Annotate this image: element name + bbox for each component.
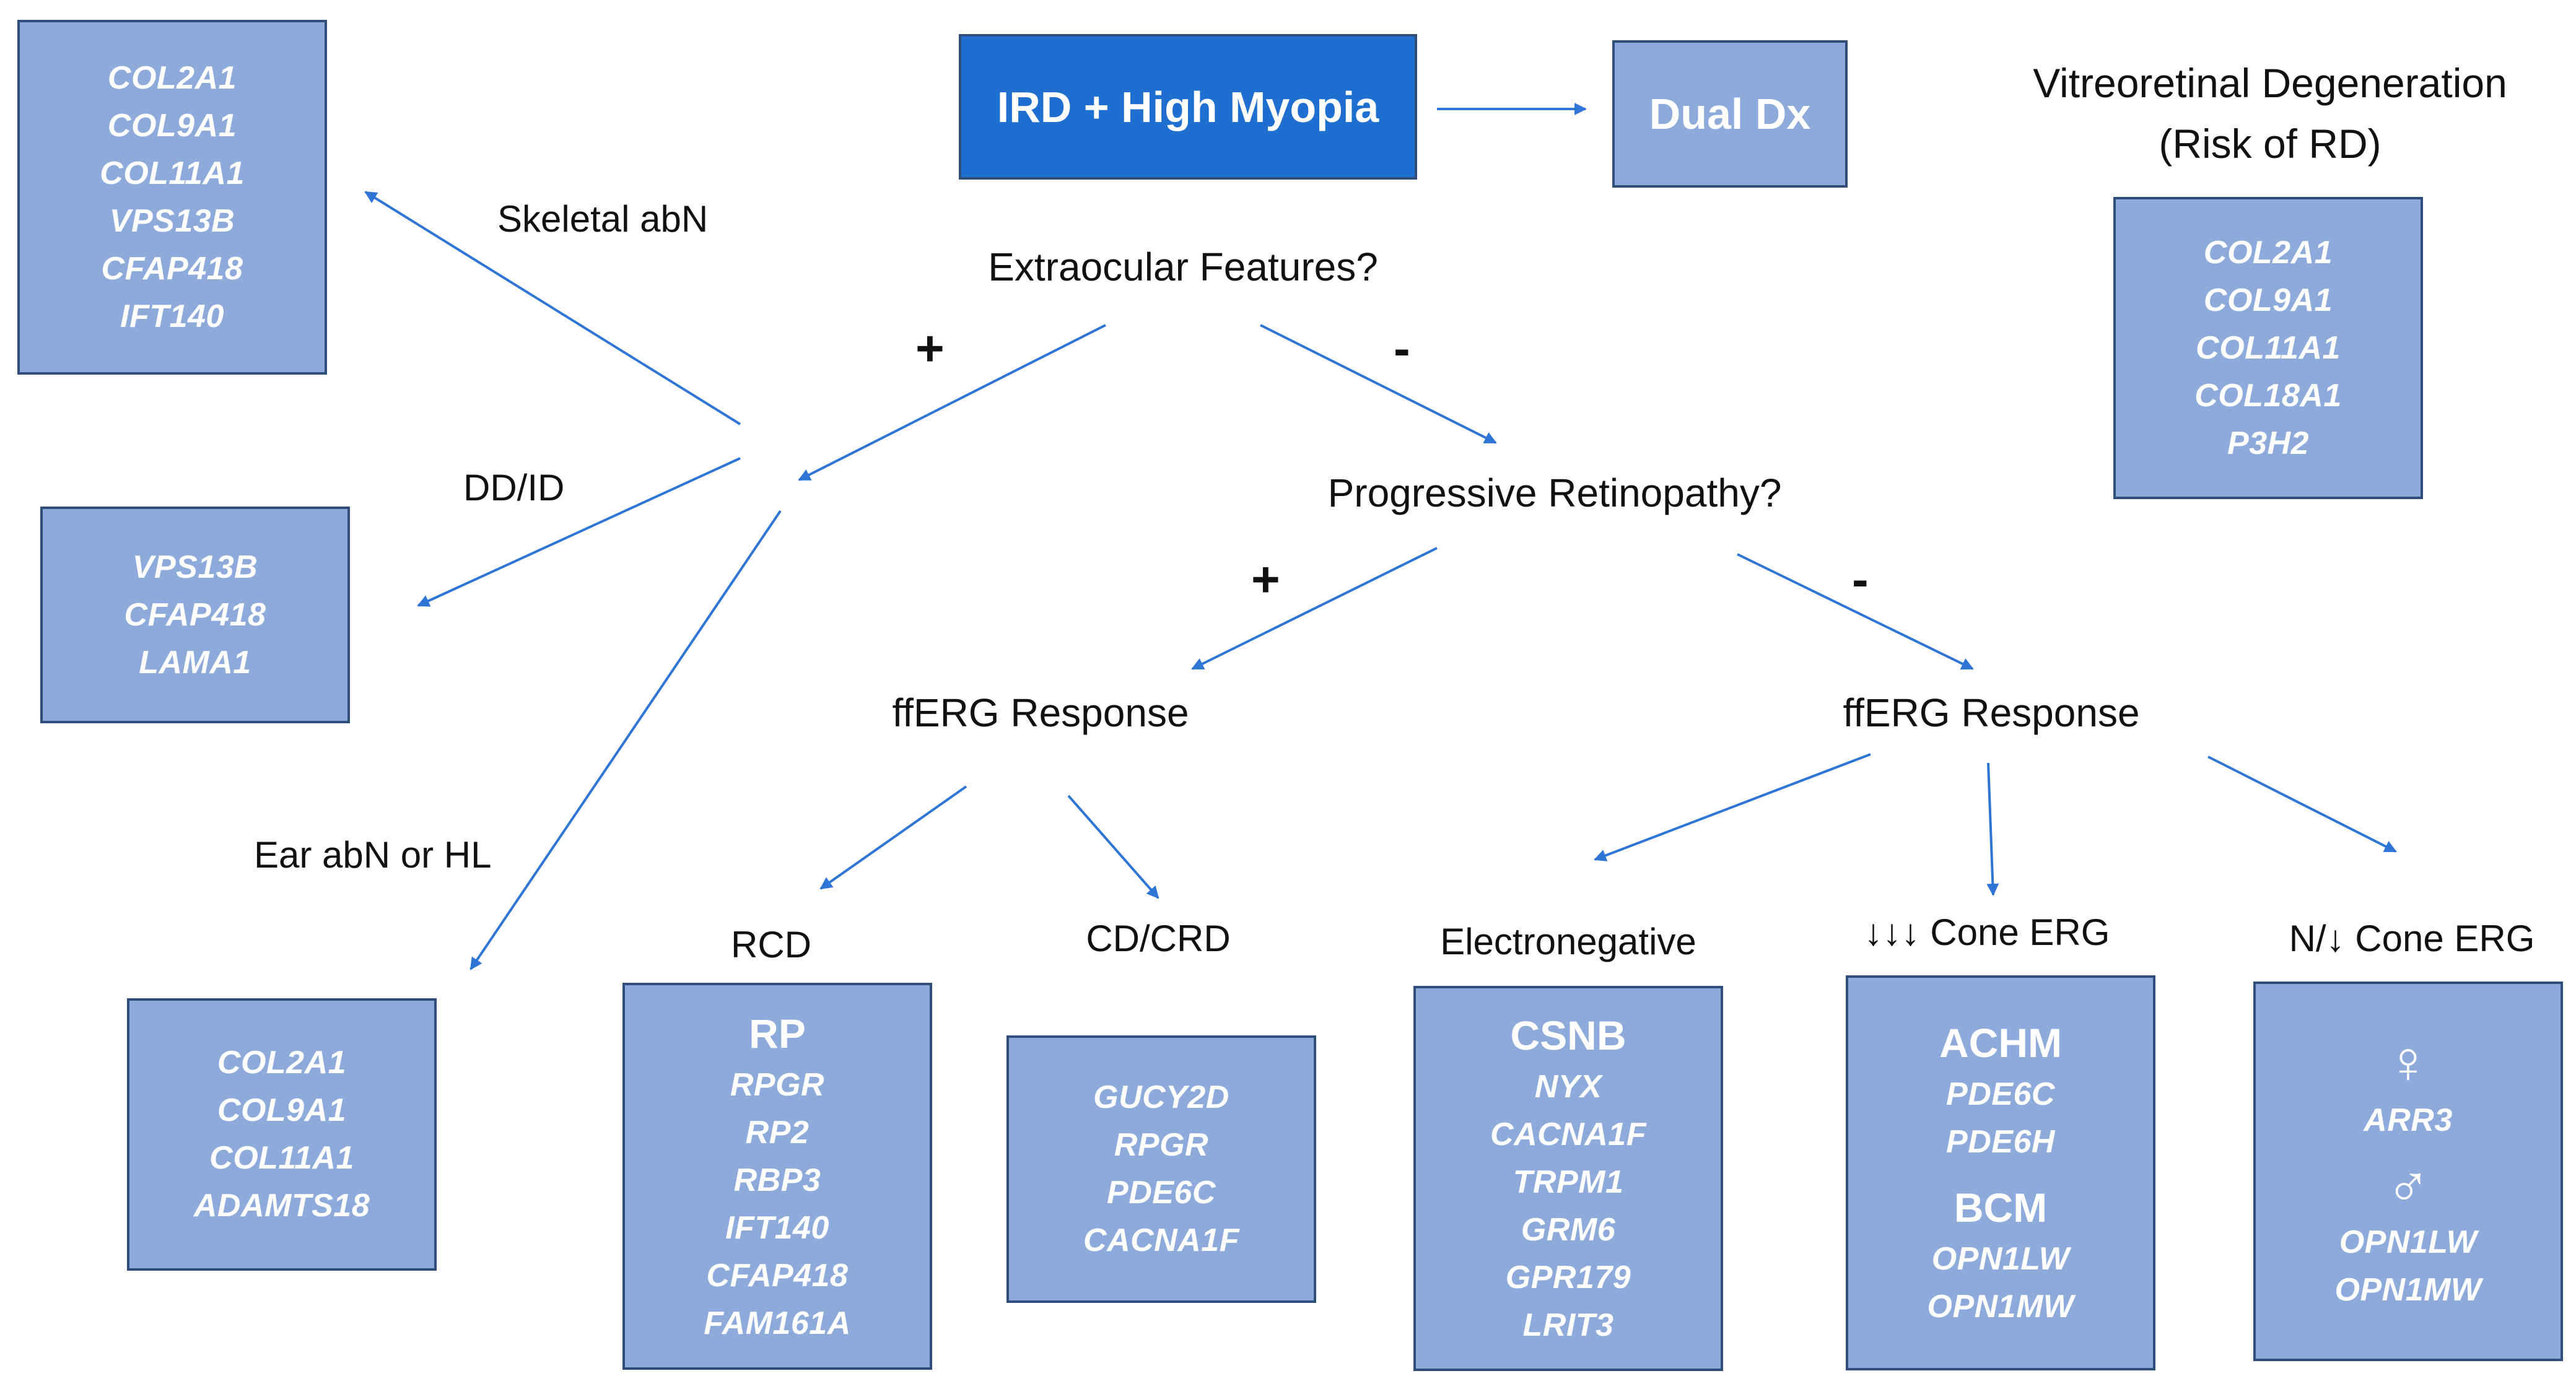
extraocular-question: Extraocular Features? [988,245,1378,289]
gene: ADAMTS18 [193,1188,370,1224]
arrow-extraocular-minus [1260,324,1497,444]
gene: CFAP418 [124,596,266,633]
gene: OPN1MW [2334,1272,2482,1308]
gene: IFT140 [120,298,224,334]
gene: GUCY2D [1093,1079,1229,1115]
cdcrd-gene-box: GUCY2D RPGR PDE6C CACNA1F [1006,1035,1316,1303]
gene: COL9A1 [107,107,237,144]
cone-normal-label: N/↓ Cone ERG [2289,918,2535,959]
female-symbol: ♀ [2386,1029,2430,1095]
vitreoretinal-heading-line2: (Risk of RD) [2159,121,2382,167]
gene: RBP3 [733,1162,821,1198]
rcd-label: RCD [731,924,811,965]
gene: IFT140 [725,1209,829,1246]
arrow-extraocular-plus [798,324,1106,481]
gene: COL2A1 [217,1045,347,1081]
gene: COL9A1 [217,1092,347,1128]
arrow-to-cdcrd [1067,795,1159,899]
progressive-question: Progressive Retinopathy? [1327,471,1782,515]
gene: CFAP418 [706,1257,849,1294]
fferg-left-label: ffERG Response [892,690,1189,735]
csnb-heading: CSNB [1510,1012,1626,1058]
vitreoretinal-heading: Vitreoretinal Degeneration (Risk of RD) [2033,53,2507,174]
gene: OPN1MW [1927,1289,2074,1325]
fferg-right-label: ffERG Response [1843,690,2140,735]
cdcrd-label: CD/CRD [1086,918,1231,959]
arrow-to-ear-box [469,510,782,970]
gene: PDE6H [1946,1124,2055,1160]
progressive-plus-sign: + [1251,552,1280,607]
gene: RP2 [745,1114,810,1151]
ddid-gene-box: VPS13B CFAP418 LAMA1 [40,507,350,723]
achm-bcm-gene-box: ACHM PDE6C PDE6H BCM OPN1LW OPN1MW [1846,975,2155,1370]
skeletal-gene-box: COL2A1 COL9A1 COL11A1 VPS13B CFAP418 IFT… [17,20,327,375]
gene: VPS13B [132,549,258,585]
gene: COL11A1 [2196,329,2341,366]
achm-heading: ACHM [1939,1020,2062,1066]
gene: COL2A1 [2203,234,2333,271]
gene: LAMA1 [139,644,251,681]
extraocular-plus-sign: + [915,321,945,376]
arrow-to-electronegative [1594,753,1871,861]
gene: GRM6 [1521,1212,1616,1248]
arrow-progressive-plus [1191,547,1438,670]
arrow-to-rcd [819,785,967,890]
rp-heading: RP [749,1010,806,1056]
gene: CFAP418 [101,250,243,287]
ear-gene-box: COL2A1 COL9A1 COL11A1 ADAMTS18 [127,998,437,1271]
gene: OPN1LW [1931,1241,2070,1277]
dual-dx-label: Dual Dx [1649,90,1811,138]
arrow-to-skeletal-box [364,191,741,425]
arrow-to-cone-normal [2207,755,2397,853]
gene: NYX [1534,1069,1602,1105]
ddid-label: DD/ID [463,467,565,508]
arrow-to-ddid-box [417,457,741,607]
gene: COL2A1 [107,59,237,96]
progressive-minus-sign: - [1852,552,1869,607]
ird-high-myopia-box: IRD + High Myopia [959,34,1417,180]
gene: VPS13B [109,202,235,239]
arrow-progressive-minus [1737,553,1974,670]
electronegative-label: Electronegative [1440,921,1696,962]
gene: RPGR [1114,1127,1209,1163]
gene: COL11A1 [209,1140,354,1176]
cone-reduced-label: ↓↓↓ Cone ERG [1864,912,2110,953]
gene: PDE6C [1946,1076,2055,1112]
extraocular-minus-sign: - [1394,321,1410,376]
dual-dx-box: Dual Dx [1612,40,1848,188]
bcm-heading: BCM [1954,1185,2048,1230]
gene: ARR3 [2364,1102,2453,1138]
gene: CACNA1F [1490,1117,1646,1152]
ear-label: Ear abN or HL [254,834,492,876]
male-symbol: ♂ [2386,1151,2430,1217]
gene: RPGR [730,1066,825,1103]
gene: COL11A1 [100,155,245,191]
rp-gene-box: RP RPGR RP2 RBP3 IFT140 CFAP418 FAM161A [622,983,932,1370]
gene: FAM161A [704,1305,851,1341]
gene: LRIT3 [1522,1307,1614,1343]
gene: GPR179 [1505,1260,1631,1295]
ird-high-myopia-label: IRD + High Myopia [997,82,1379,131]
gene: COL18A1 [2194,377,2342,414]
arrow-to-cone-reduced [1986,762,1999,896]
gene: CACNA1F [1083,1222,1239,1258]
vitreoretinal-gene-box: COL2A1 COL9A1 COL11A1 COL18A1 P3H2 [2113,197,2423,499]
csnb-gene-box: CSNB NYX CACNA1F TRPM1 GRM6 GPR179 LRIT3 [1413,986,1723,1371]
vitreoretinal-heading-line1: Vitreoretinal Degeneration [2033,60,2507,106]
gene: COL9A1 [2203,282,2333,318]
skeletal-label: Skeletal abN [497,198,709,240]
gene: TRPM1 [1513,1164,1624,1200]
sex-linked-gene-box: ♀ ARR3 ♂ OPN1LW OPN1MW [2253,982,2563,1361]
gene: PDE6C [1107,1175,1216,1211]
gene: P3H2 [2227,425,2310,461]
gene: OPN1LW [2339,1224,2478,1260]
